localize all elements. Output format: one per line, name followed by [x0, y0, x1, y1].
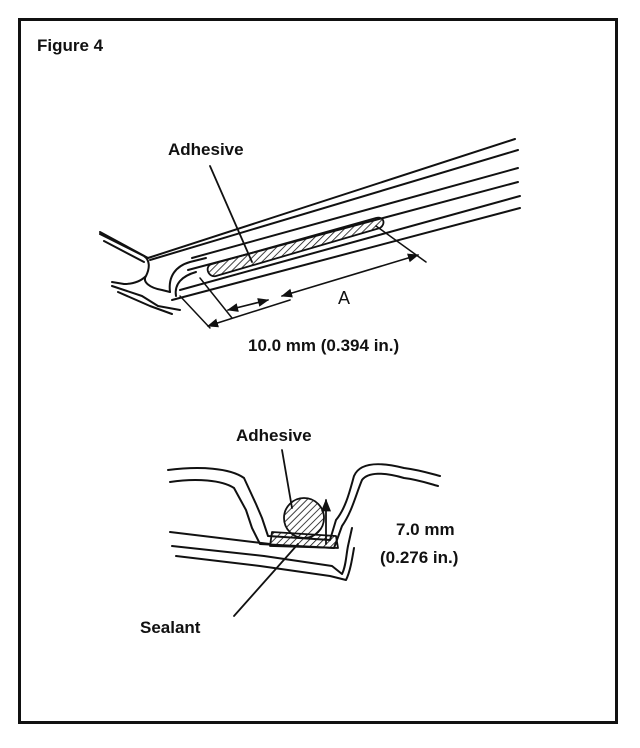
adhesive-leader-top	[209, 165, 253, 263]
upper-panel-inner	[169, 472, 439, 549]
lower-channel	[169, 527, 353, 575]
upper-panel-outer	[167, 463, 441, 541]
adhesive-label-bottom: Adhesive	[236, 426, 312, 445]
dimension-7mm-label: 7.0 mm	[396, 520, 455, 539]
sealant-label: Sealant	[140, 618, 201, 637]
glass-edge-line-1	[99, 138, 516, 259]
ext-line-a-start	[199, 277, 233, 319]
sealant-section	[269, 531, 339, 549]
sealant-leader	[233, 543, 299, 617]
channel-profile	[168, 257, 207, 297]
front-profile-lower	[111, 285, 181, 315]
adhesive-label-top: Adhesive	[168, 140, 244, 159]
glass-edge-line-3	[103, 240, 145, 263]
glass-edge-line-2	[149, 149, 519, 261]
lower-panel	[175, 547, 355, 581]
dimension-a-inner	[226, 298, 270, 312]
flange-line-1	[191, 167, 519, 259]
cross-section-drawing	[167, 449, 441, 617]
dimension-a-label: A	[338, 288, 351, 308]
adhesive-bead-section	[283, 497, 325, 539]
dimension-a-line	[280, 253, 420, 298]
top-view-drawing	[99, 138, 521, 329]
figure-frame	[18, 18, 618, 724]
figure-title: Figure 4	[37, 36, 104, 55]
adhesive-leader-bottom	[281, 449, 293, 509]
front-profile	[99, 233, 171, 293]
dimension-10mm-label: 10.0 mm (0.394 in.)	[248, 336, 400, 355]
dimension-7mm-inch-label: (0.276 in.)	[380, 548, 459, 567]
ext-line-10mm-start	[179, 295, 211, 329]
dimension-10mm-line	[206, 299, 291, 328]
flange-line-4	[171, 207, 521, 301]
flange-line-3	[179, 195, 521, 291]
